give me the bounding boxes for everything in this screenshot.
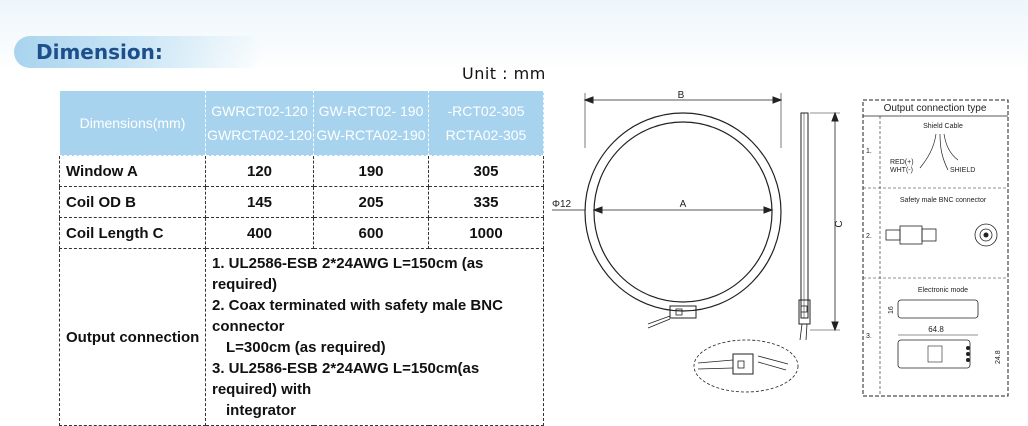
header-model-3: -RCT02-305 RCTA02-305 <box>428 90 544 156</box>
cell-value: 1000 <box>428 217 544 249</box>
title-pill <box>14 36 264 68</box>
cell-value: 400 <box>205 217 314 249</box>
cell-value: 305 <box>428 155 544 187</box>
coil-ring <box>584 112 782 312</box>
cell-value: 335 <box>428 186 544 218</box>
item-2-num: 2. <box>866 233 872 240</box>
connector-detail <box>693 339 799 393</box>
item-1-num: 1. <box>866 148 872 155</box>
header-model-2: GW-RCT02- 190 GW-RCTA02-190 <box>313 90 429 156</box>
dim-c-label: C <box>834 220 845 227</box>
row-label-coil-length: Coil Length C <box>59 217 206 249</box>
table-row-output: Output connection 1. UL2586-ESB 2*24AWG … <box>59 248 544 426</box>
dimension-b: B <box>583 90 783 148</box>
dimension-table: Dimensions(mm) GWRCT02-120 GWRCTA02-120 … <box>59 90 544 426</box>
model-1-line1: GWRCT02-120 <box>211 103 308 119</box>
cell-value: 190 <box>313 155 429 187</box>
phi-label: Φ12 <box>552 199 572 210</box>
model-3-line1: -RCT02-305 <box>447 103 525 119</box>
header-label: Dimensions(mm) <box>59 90 206 156</box>
row-label-coil-od: Coil OD B <box>59 186 206 218</box>
output-line-5: integrator <box>226 402 297 419</box>
output-type-title: Output connection type <box>884 103 987 114</box>
dim-b-label: B <box>678 90 685 101</box>
table-row: Coil OD B 145 205 335 <box>59 186 544 218</box>
coil-connector <box>647 305 697 329</box>
dim-a-label: A <box>680 199 687 210</box>
model-2-line2: GW-RCTA02-190 <box>316 127 426 143</box>
item-2-title: Safety male BNC connector <box>900 197 987 204</box>
item-1-shield: SHIELD <box>950 167 975 174</box>
table-row: Coil Length C 400 600 1000 <box>59 217 544 249</box>
cell-value: 205 <box>313 186 429 218</box>
coil-side-view: C <box>798 111 845 341</box>
cell-value: 600 <box>313 217 429 249</box>
table-row: Window A 120 190 305 <box>59 155 544 187</box>
output-line-4: 3. UL2586-ESB 2*24AWG L=150cm(as require… <box>212 360 480 398</box>
output-type-box: Output connection type 1. Shield Cable R… <box>862 99 1009 397</box>
row-label-output: Output connection <box>59 248 206 426</box>
item-3-width: 24.8 <box>995 350 1002 364</box>
row-label-window: Window A <box>59 155 206 187</box>
item-1-wht: WHT(-) <box>890 167 913 174</box>
cell-value: 145 <box>205 186 314 218</box>
model-1-line2: GWRCTA02-120 <box>207 127 312 143</box>
output-line-2: 2. Coax terminated with safety male BNC … <box>212 297 503 335</box>
item-1-red: RED(+) <box>890 159 914 166</box>
item-1-title: Shield Cable <box>923 123 963 130</box>
output-line-1: 1. UL2586-ESB 2*24AWG L=150cm (as requir… <box>212 255 484 293</box>
unit-label: Unit : mm <box>462 64 546 83</box>
output-line-3: L=300cm (as required) <box>226 339 386 356</box>
item-3-num: 3. <box>866 333 872 340</box>
item-3-title: Electronic mode <box>918 287 968 294</box>
section-title: Dimension: <box>36 40 163 64</box>
dimension-a: A Φ12 <box>552 199 774 214</box>
item-3-length: 64.8 <box>928 325 944 334</box>
header-model-1: GWRCT02-120 GWRCTA02-120 <box>205 90 314 156</box>
dimension-drawing: B A Φ12 C <box>552 90 1009 397</box>
model-2-line1: GW-RCT02- 190 <box>318 103 424 119</box>
output-connection-text: 1. UL2586-ESB 2*24AWG L=150cm (as requir… <box>205 248 544 426</box>
cell-value: 120 <box>205 155 314 187</box>
model-3-line2: RCTA02-305 <box>445 127 527 143</box>
table-header-row: Dimensions(mm) GWRCT02-120 GWRCTA02-120 … <box>59 90 544 156</box>
item-3-height: 16 <box>888 306 895 314</box>
